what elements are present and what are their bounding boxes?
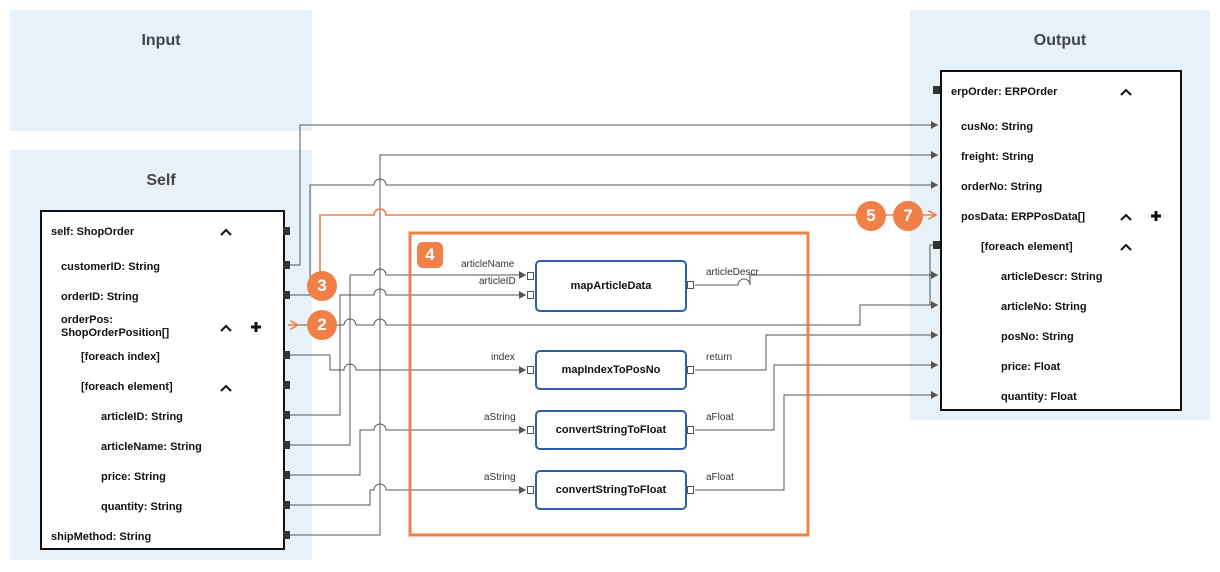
label-astring-input-1: aString [484,412,516,423]
chevron-up-icon[interactable] [1120,242,1132,252]
foreach-element-label: [foreach element] [81,381,173,393]
step-badge-5: 5 [856,201,886,231]
wire-convert1-price [695,361,938,431]
wire-convert2-quantity [695,391,938,491]
chevron-up-icon[interactable] [220,227,232,237]
wire-shipmethod-freight [290,151,938,536]
freight-field: freight: String [961,151,1034,163]
port-quantity[interactable] [283,501,290,509]
posno-field: posNo: String [1001,331,1074,343]
self-zone-title: Self [146,172,176,189]
label-return-output: return [706,352,733,363]
port-foreach-index[interactable] [283,351,290,359]
shipmethod-field: shipMethod: String [51,531,152,543]
articlename-field: articleName: String [101,441,202,453]
port-map-article-in1[interactable] [527,272,534,280]
articleno-field: articleNo: String [1001,301,1087,313]
port-articlename[interactable] [283,441,290,449]
foreach-index-label: [foreach index] [81,351,160,363]
port-orderid[interactable] [283,291,290,299]
label-afloat-output-2: aFloat [706,472,734,483]
wire-articlename-map [290,268,526,446]
wire-map-articledescr [695,271,938,286]
step-badge-4: 4 [417,242,443,268]
port-map-index-out[interactable] [687,366,694,374]
output-zone-title: Output [1033,32,1087,49]
map-article-data-function[interactable]: mapArticleData [535,260,687,312]
chevron-up-icon[interactable] [220,323,232,333]
chevron-up-icon[interactable] [1120,87,1132,97]
step-badge-3: 3 [307,271,337,301]
label-astring-input-2: aString [484,472,516,483]
port-erporder-root[interactable] [933,86,940,94]
convert-string-to-float-function-1[interactable]: convertStringToFloat [535,410,687,450]
orderno-field: orderNo: String [961,181,1043,193]
label-articleid-input: articleID [479,276,516,287]
convert-string-to-float-function-2[interactable]: convertStringToFloat [535,470,687,510]
map-article-data-label: mapArticleData [570,280,652,292]
wire-articleid-map [290,288,526,416]
port-map-article-out[interactable] [687,281,694,289]
output-erporder-box: erpOrder: ERPOrder cusNo: String freight… [940,70,1182,411]
input-zone: Input [10,10,312,131]
label-articlename-input: articleName [461,259,515,270]
function-group-highlight [408,231,810,537]
wire-price-convert1 [290,423,526,476]
port-customerid[interactable] [283,261,290,269]
wire-index-map [290,354,526,374]
label-afloat-output-1: aFloat [706,412,734,423]
output-foreach-element-label: [foreach element] [981,241,1073,253]
quantity-field: quantity: String [101,501,183,513]
output-quantity-field: quantity: Float [1001,391,1077,403]
port-convert1-out[interactable] [687,426,694,434]
label-index-input: index [491,352,515,363]
plus-icon[interactable] [250,321,262,333]
port-convert2-out[interactable] [687,486,694,494]
wire-return-posno [695,331,938,371]
port-output-foreach-element[interactable] [933,241,940,249]
articleid-field: articleID: String [101,411,183,423]
port-map-article-in2[interactable] [527,291,534,299]
cusno-field: cusNo: String [961,121,1034,133]
port-map-index-in[interactable] [527,366,534,374]
wire-customerid-cusno [290,121,938,266]
price-field: price: String [101,471,166,483]
port-convert1-in[interactable] [527,426,534,434]
chevron-up-icon[interactable] [220,383,232,393]
map-index-label: mapIndexToPosNo [561,364,661,376]
self-shoporder-box: self: ShopOrder customerID: String order… [40,210,285,550]
articledescr-field: articleDescr: String [1001,271,1103,283]
port-articleid[interactable] [283,411,290,419]
convert1-label: convertStringToFloat [555,424,667,436]
orderpos-field-line2: ShopOrderPosition[] [61,327,170,339]
wire-quantity-convert2 [290,483,526,506]
output-root-label: erpOrder: ERPOrder [951,86,1058,98]
output-price-field: price: Float [1001,361,1061,373]
plus-icon[interactable] [1150,210,1162,222]
port-self-root[interactable] [283,227,290,235]
chevron-up-icon[interactable] [1120,212,1132,222]
map-index-to-posno-function[interactable]: mapIndexToPosNo [535,350,687,390]
port-price[interactable] [283,471,290,479]
port-shipmethod[interactable] [283,531,290,539]
wire-orderpos-posdata [319,208,936,285]
port-foreach-element[interactable] [283,381,290,389]
convert2-label: convertStringToFloat [555,484,667,496]
label-articledescr-output: articleDescr [706,267,759,278]
input-zone-title: Input [141,32,181,49]
wire-orderid-orderno [290,178,938,296]
orderid-field: orderID: String [61,291,139,303]
wire-orderpos-foreach [298,244,938,326]
orderpos-field-line1: orderPos: [61,314,113,326]
step-badge-2: 2 [307,310,337,340]
posdata-field: posData: ERPPosData[] [961,211,1086,223]
port-convert2-in[interactable] [527,486,534,494]
self-root-label: self: ShopOrder [51,226,135,238]
customerid-field: customerID: String [61,261,161,273]
step-badge-7: 7 [893,201,923,231]
